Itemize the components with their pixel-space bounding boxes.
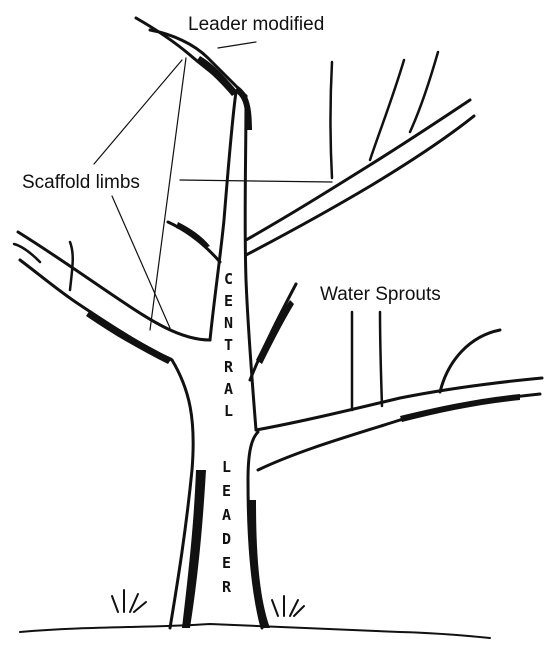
leader-letter: R — [222, 578, 232, 596]
central-lettering: C E N T R A L — [224, 270, 234, 420]
leader-lettering: L E A D E R — [222, 458, 232, 596]
central-letter: E — [224, 292, 233, 310]
leader-letter: D — [222, 530, 231, 548]
scaffold-pointer-lower-left — [112, 196, 170, 328]
central-letter: T — [224, 336, 233, 354]
scaffold-pointer-upper-left-2 — [150, 58, 186, 330]
right-upper-scaffold-limb-lower — [246, 116, 474, 255]
leader-top-shadow — [196, 56, 238, 96]
right-upper-twig-c — [410, 52, 438, 132]
water-sprout-2 — [380, 312, 382, 406]
water-sprouts-label: Water Sprouts — [320, 284, 441, 305]
right-mid-stub-shadow — [256, 300, 294, 364]
ground-line — [20, 624, 490, 638]
central-letter: N — [224, 314, 233, 332]
leader-letter: E — [222, 554, 231, 572]
right-lower-scaffold-limb — [256, 378, 542, 430]
central-letter: A — [224, 380, 233, 398]
scaffold-limbs-label: Scaffold limbs — [22, 172, 140, 193]
trunk-left-shadow — [182, 470, 206, 628]
right-upper-scaffold-limb — [246, 100, 470, 240]
leader-left-twig — [168, 222, 220, 262]
leader-letter: A — [222, 506, 231, 524]
central-letter: R — [224, 358, 234, 376]
leader-letter: L — [222, 458, 231, 476]
right-upper-twig-a — [331, 62, 333, 178]
central-letter: L — [224, 402, 233, 420]
right-lower-scaffold-limb-lower — [258, 394, 540, 470]
left-scaffold-shadow — [86, 310, 172, 364]
left-limb-twig-b — [14, 244, 40, 262]
grass-tuft-right — [272, 596, 304, 616]
left-scaffold-limb-lower — [20, 260, 172, 360]
scaffold-pointer-upper-left — [94, 60, 182, 164]
left-scaffold-limb-upper — [18, 232, 210, 340]
leader-modified-pointer — [218, 42, 256, 48]
leader-left-twig-shadow — [176, 222, 210, 248]
leader-letter: E — [222, 482, 231, 500]
tree-illustration — [14, 18, 542, 638]
leader-modified-label: Leader modified — [188, 14, 324, 35]
central-letter: C — [224, 270, 233, 288]
right-lower-shadow — [400, 394, 520, 422]
scaffold-pointer-right — [180, 180, 332, 182]
grass-tuft-left — [112, 590, 146, 612]
